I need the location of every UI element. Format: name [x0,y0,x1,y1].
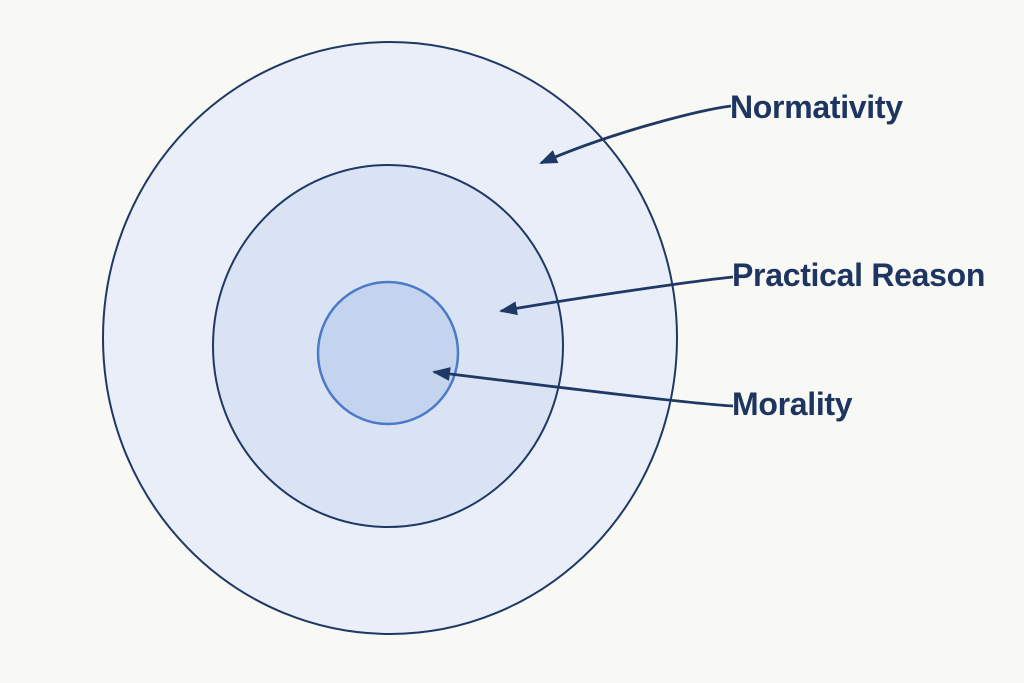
practical-reason-arrow [499,275,734,316]
inner-circle-morality [316,280,460,426]
normativity-label: Normativity [730,89,903,125]
practical-reason-label: Practical Reason [732,257,986,293]
morality-label: Morality [732,386,853,422]
normativity-arrow [539,104,732,165]
morality-arrow [432,367,734,408]
